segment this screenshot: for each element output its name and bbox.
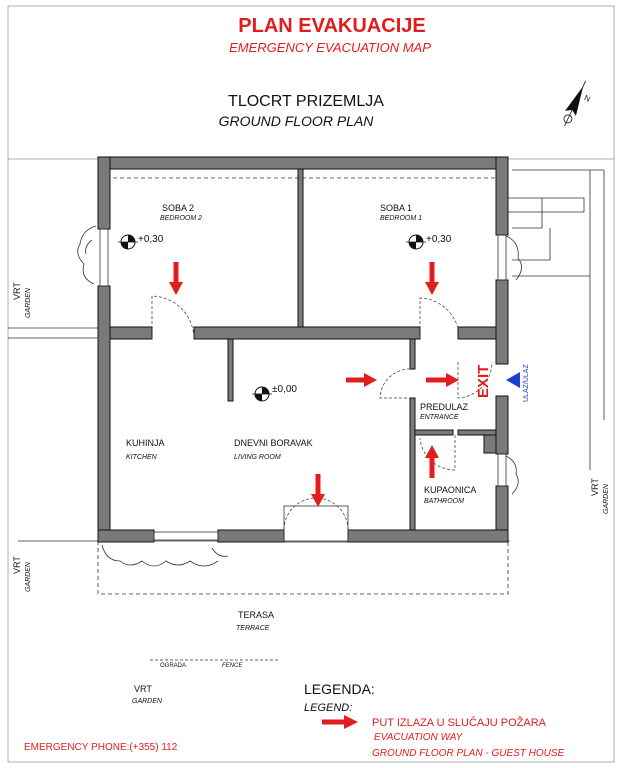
north-arrow-icon: N: [563, 80, 592, 127]
exit-sign: EXIT: [475, 365, 492, 398]
steps-right: [504, 197, 585, 213]
terrace-outline: [97, 541, 509, 595]
level-marker-boravak: [252, 386, 272, 402]
shrub-right: [505, 235, 522, 495]
vrt-right: VRT: [590, 478, 600, 496]
arrow-right-icon: [346, 373, 377, 387]
arrow-right-icon: [426, 373, 459, 387]
area-terasa-en: TERRACE: [236, 625, 270, 632]
room-boravak: DNEVNI BORAVAK: [234, 438, 313, 448]
room-predulaz: PREDULAZ: [420, 402, 469, 412]
room-soba1-en: BEDROOM 1: [380, 215, 422, 222]
shrub-bottom: [101, 544, 229, 567]
arrow-down-icon: [169, 262, 183, 295]
subtitle: EMERGENCY EVACUATION MAP: [229, 40, 431, 55]
garden-left-2: GARDEN: [25, 561, 32, 592]
garden-right: GARDEN: [603, 483, 610, 514]
vrt-left-2: VRT: [12, 556, 22, 574]
legend-subtitle: LEGEND:: [304, 702, 352, 714]
level-marker-soba1: [406, 234, 426, 250]
arrow-down-icon: [311, 474, 325, 507]
garden-left-1: GARDEN: [25, 287, 32, 318]
room-soba2: SOBA 2: [162, 203, 194, 213]
svg-text:N: N: [583, 93, 592, 104]
shrub-left: [77, 225, 97, 285]
level-boravak: ±0,00: [272, 384, 297, 395]
fence-label: OGRADA: [160, 663, 186, 669]
level-soba2: +0,30: [138, 234, 164, 245]
garden-bottom: GARDEN: [132, 698, 163, 705]
room-kuhinja-en: KITCHEN: [126, 454, 158, 461]
plan-title: TLOCRT PRIZEMLJA: [228, 93, 384, 110]
room-kupaonica-en: BATHROOM: [424, 498, 464, 505]
room-soba1: SOBA 1: [380, 203, 412, 213]
area-terasa: TERASA: [238, 610, 274, 620]
fence-label-en: FENCE: [222, 663, 243, 669]
legend-title: LEGENDA:: [304, 681, 375, 697]
room-soba2-en: BEDROOM 2: [160, 215, 202, 222]
legend-footer: GROUND FLOOR PLAN - GUEST HOUSE: [372, 748, 565, 759]
walls: [97, 156, 509, 543]
sheet-border: [7, 5, 615, 763]
legend-evac-label: PUT IZLAZA U SLUČAJU POŽARA: [372, 716, 547, 729]
arrow-down-icon: [425, 262, 439, 295]
windows: [99, 228, 507, 541]
vrt-bottom: VRT: [134, 684, 152, 694]
level-marker-soba2: [118, 234, 138, 250]
room-boravak-en: LIVING ROOM: [234, 454, 281, 461]
plan-subtitle: GROUND FLOOR PLAN: [219, 113, 375, 129]
room-kuhinja: KUHINJA: [126, 438, 165, 448]
room-kupaonica: KUPAONICA: [424, 485, 476, 495]
emergency-phone: EMERGENCY PHONE:(+355) 112: [24, 742, 178, 753]
title: PLAN EVAKUACIJE: [238, 15, 425, 37]
arrow-up-icon: [425, 445, 439, 478]
entrance-triangle-icon: [506, 372, 520, 388]
room-predulaz-en: ENTRANCE: [420, 414, 459, 421]
legend-evac-en: EVACUATION WAY: [374, 732, 464, 743]
level-soba1: +0,30: [426, 234, 452, 245]
vrt-left-1: VRT: [12, 282, 22, 300]
entrance-label: ULAZ/ULAZ: [523, 364, 530, 402]
evacuation-arrows: [169, 262, 459, 507]
doors: [151, 295, 493, 543]
legend-arrow-icon: [322, 715, 358, 729]
